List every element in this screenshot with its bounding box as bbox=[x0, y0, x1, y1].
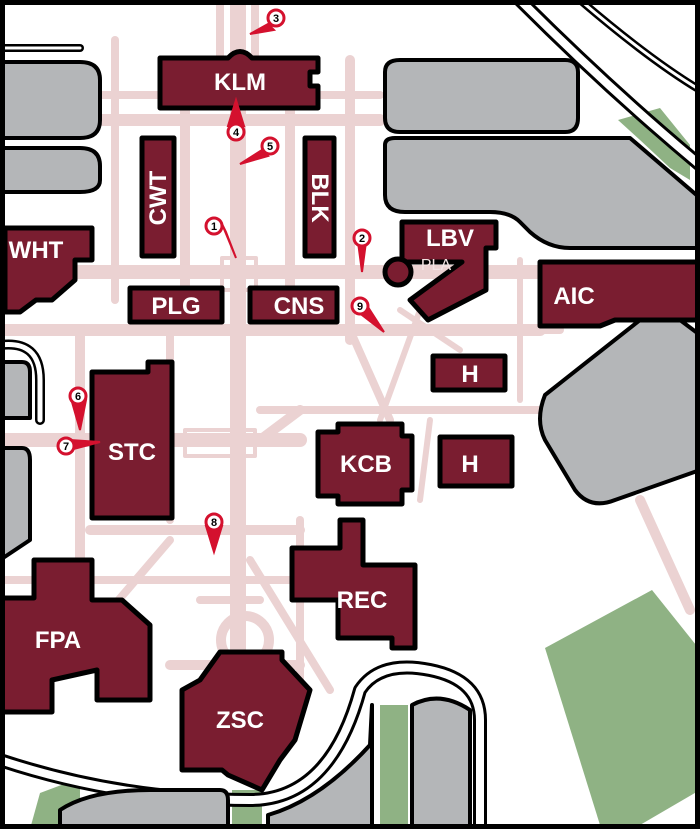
label-aic: AIC bbox=[553, 283, 594, 310]
walkway-network bbox=[0, 0, 695, 704]
marker-2[interactable]: 2 bbox=[352, 228, 372, 273]
svg-text:6: 6 bbox=[75, 391, 81, 403]
label-lbv: LBV bbox=[426, 225, 474, 252]
building-cwt[interactable] bbox=[139, 135, 177, 259]
building-klm[interactable] bbox=[157, 49, 321, 111]
label-klm: KLM bbox=[214, 69, 266, 96]
marker-1[interactable]: 1 bbox=[204, 216, 237, 259]
svg-text:5: 5 bbox=[267, 141, 273, 153]
building-h-north[interactable] bbox=[430, 353, 508, 393]
building-wht[interactable] bbox=[2, 225, 95, 315]
label-rec: REC bbox=[337, 587, 388, 614]
svg-text:4: 4 bbox=[233, 127, 240, 139]
label-blk: BLK bbox=[306, 173, 333, 223]
grass-areas bbox=[30, 108, 700, 829]
building-cns[interactable] bbox=[247, 285, 340, 325]
label-fpa: FPA bbox=[35, 627, 81, 654]
building-aic[interactable] bbox=[537, 259, 700, 329]
building-plg[interactable] bbox=[127, 285, 225, 325]
building-pla[interactable] bbox=[382, 256, 414, 288]
marker-4[interactable]: 4 bbox=[226, 96, 246, 142]
label-cwt: CWT bbox=[145, 170, 172, 225]
building-lbv[interactable] bbox=[399, 219, 499, 323]
marker-7[interactable]: 7 bbox=[56, 436, 101, 456]
marker-8[interactable]: 8 bbox=[204, 512, 224, 556]
location-markers: 1 2 3 4 5 6 7 bbox=[56, 8, 385, 556]
label-h-south: H bbox=[461, 451, 478, 478]
building-blk[interactable] bbox=[302, 135, 337, 259]
svg-text:8: 8 bbox=[211, 517, 217, 529]
marker-9[interactable]: 9 bbox=[350, 296, 385, 333]
parking-lots bbox=[0, 58, 700, 829]
label-stc: STC bbox=[108, 439, 156, 466]
label-pla: PLA bbox=[421, 257, 452, 274]
label-cns: CNS bbox=[274, 293, 325, 320]
marker-5[interactable]: 5 bbox=[239, 136, 280, 165]
building-zsc[interactable] bbox=[179, 649, 313, 793]
svg-text:7: 7 bbox=[63, 441, 69, 453]
label-h-north: H bbox=[461, 361, 478, 388]
marker-6[interactable]: 6 bbox=[68, 386, 88, 431]
building-kcb[interactable] bbox=[315, 421, 415, 507]
building-stc[interactable] bbox=[89, 359, 175, 521]
label-zsc: ZSC bbox=[216, 707, 264, 734]
label-kcb: KCB bbox=[340, 451, 392, 478]
svg-text:9: 9 bbox=[357, 301, 363, 313]
label-plg: PLG bbox=[151, 293, 200, 320]
building-labels: KLM CWT BLK LBV PLA WHT PLG CNS AIC H H … bbox=[9, 69, 595, 734]
svg-text:2: 2 bbox=[359, 233, 365, 245]
building-fpa[interactable] bbox=[0, 557, 153, 715]
building-h-south[interactable] bbox=[437, 434, 515, 489]
building-rec[interactable] bbox=[289, 517, 418, 651]
buildings bbox=[0, 49, 700, 793]
marker-3[interactable]: 3 bbox=[249, 8, 286, 35]
svg-text:1: 1 bbox=[211, 221, 217, 233]
label-wht: WHT bbox=[9, 237, 64, 264]
svg-text:3: 3 bbox=[273, 13, 279, 25]
